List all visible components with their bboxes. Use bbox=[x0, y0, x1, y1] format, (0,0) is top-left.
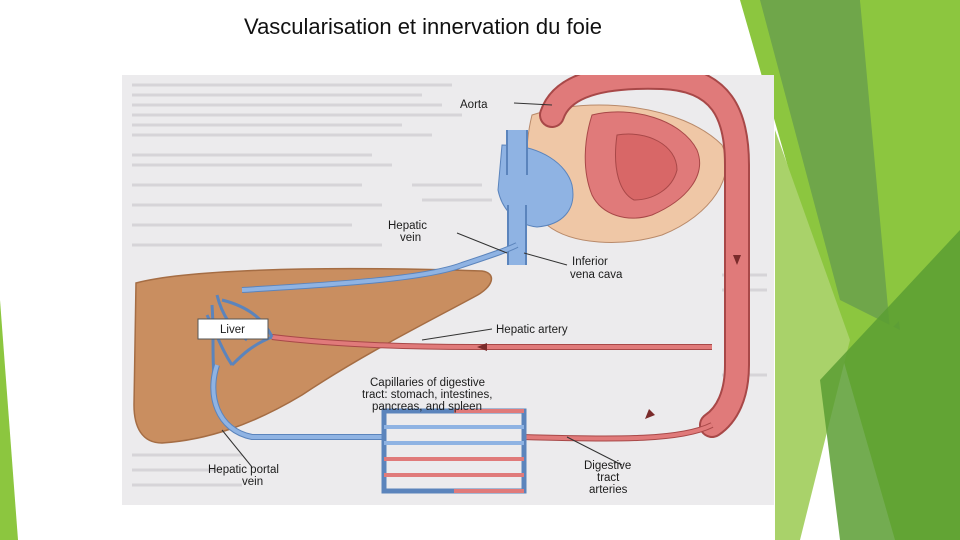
label-dta-line3: arteries bbox=[589, 484, 628, 496]
circulation-figure: Aorta Hepatic vein Inferior vena cava Li… bbox=[122, 63, 774, 505]
label-hepatic-vein-line2: vein bbox=[400, 232, 421, 244]
background-text-lines bbox=[132, 83, 767, 487]
digestive-capillaries bbox=[381, 408, 527, 494]
label-ivc-line2: vena cava bbox=[570, 269, 623, 281]
label-liver: Liver bbox=[220, 324, 245, 336]
green-band-dark bbox=[760, 0, 900, 330]
green-band-pale bbox=[775, 130, 850, 540]
label-capillaries-line3: pancreas, and spleen bbox=[372, 401, 482, 413]
label-hepatic-vein-line1: Hepatic bbox=[388, 220, 427, 232]
green-band-left bbox=[0, 300, 18, 540]
aorta-lumen bbox=[541, 65, 748, 436]
label-capillaries-line2: tract: stomach, intestines, bbox=[362, 389, 492, 401]
circulation-diagram: Aorta Hepatic vein Inferior vena cava Li… bbox=[132, 63, 767, 496]
label-dta-line1: Digestive bbox=[584, 460, 631, 472]
leader-lines bbox=[221, 102, 623, 468]
label-aorta: Aorta bbox=[460, 99, 488, 111]
hepatic-artery-flow-arrow bbox=[477, 343, 487, 351]
green-band-light bbox=[860, 0, 960, 330]
green-band-bottom bbox=[820, 230, 960, 540]
label-portal-line2: vein bbox=[242, 476, 263, 488]
slide-title: Vascularisation et innervation du foie bbox=[244, 14, 602, 39]
label-hepatic-artery: Hepatic artery bbox=[496, 324, 568, 336]
liver-shape bbox=[133, 267, 493, 444]
aorta-flow-arrow-1 bbox=[733, 255, 741, 265]
label-capillaries-line1: Capillaries of digestive bbox=[370, 377, 485, 389]
aorta-flow-arrow-2 bbox=[645, 409, 655, 419]
liver-label-box bbox=[197, 318, 269, 340]
label-dta-line2: tract bbox=[597, 472, 620, 484]
label-portal-line1: Hepatic portal bbox=[208, 464, 279, 476]
label-ivc-line1: Inferior bbox=[572, 256, 608, 268]
heart-ventricle-inner bbox=[615, 133, 678, 201]
